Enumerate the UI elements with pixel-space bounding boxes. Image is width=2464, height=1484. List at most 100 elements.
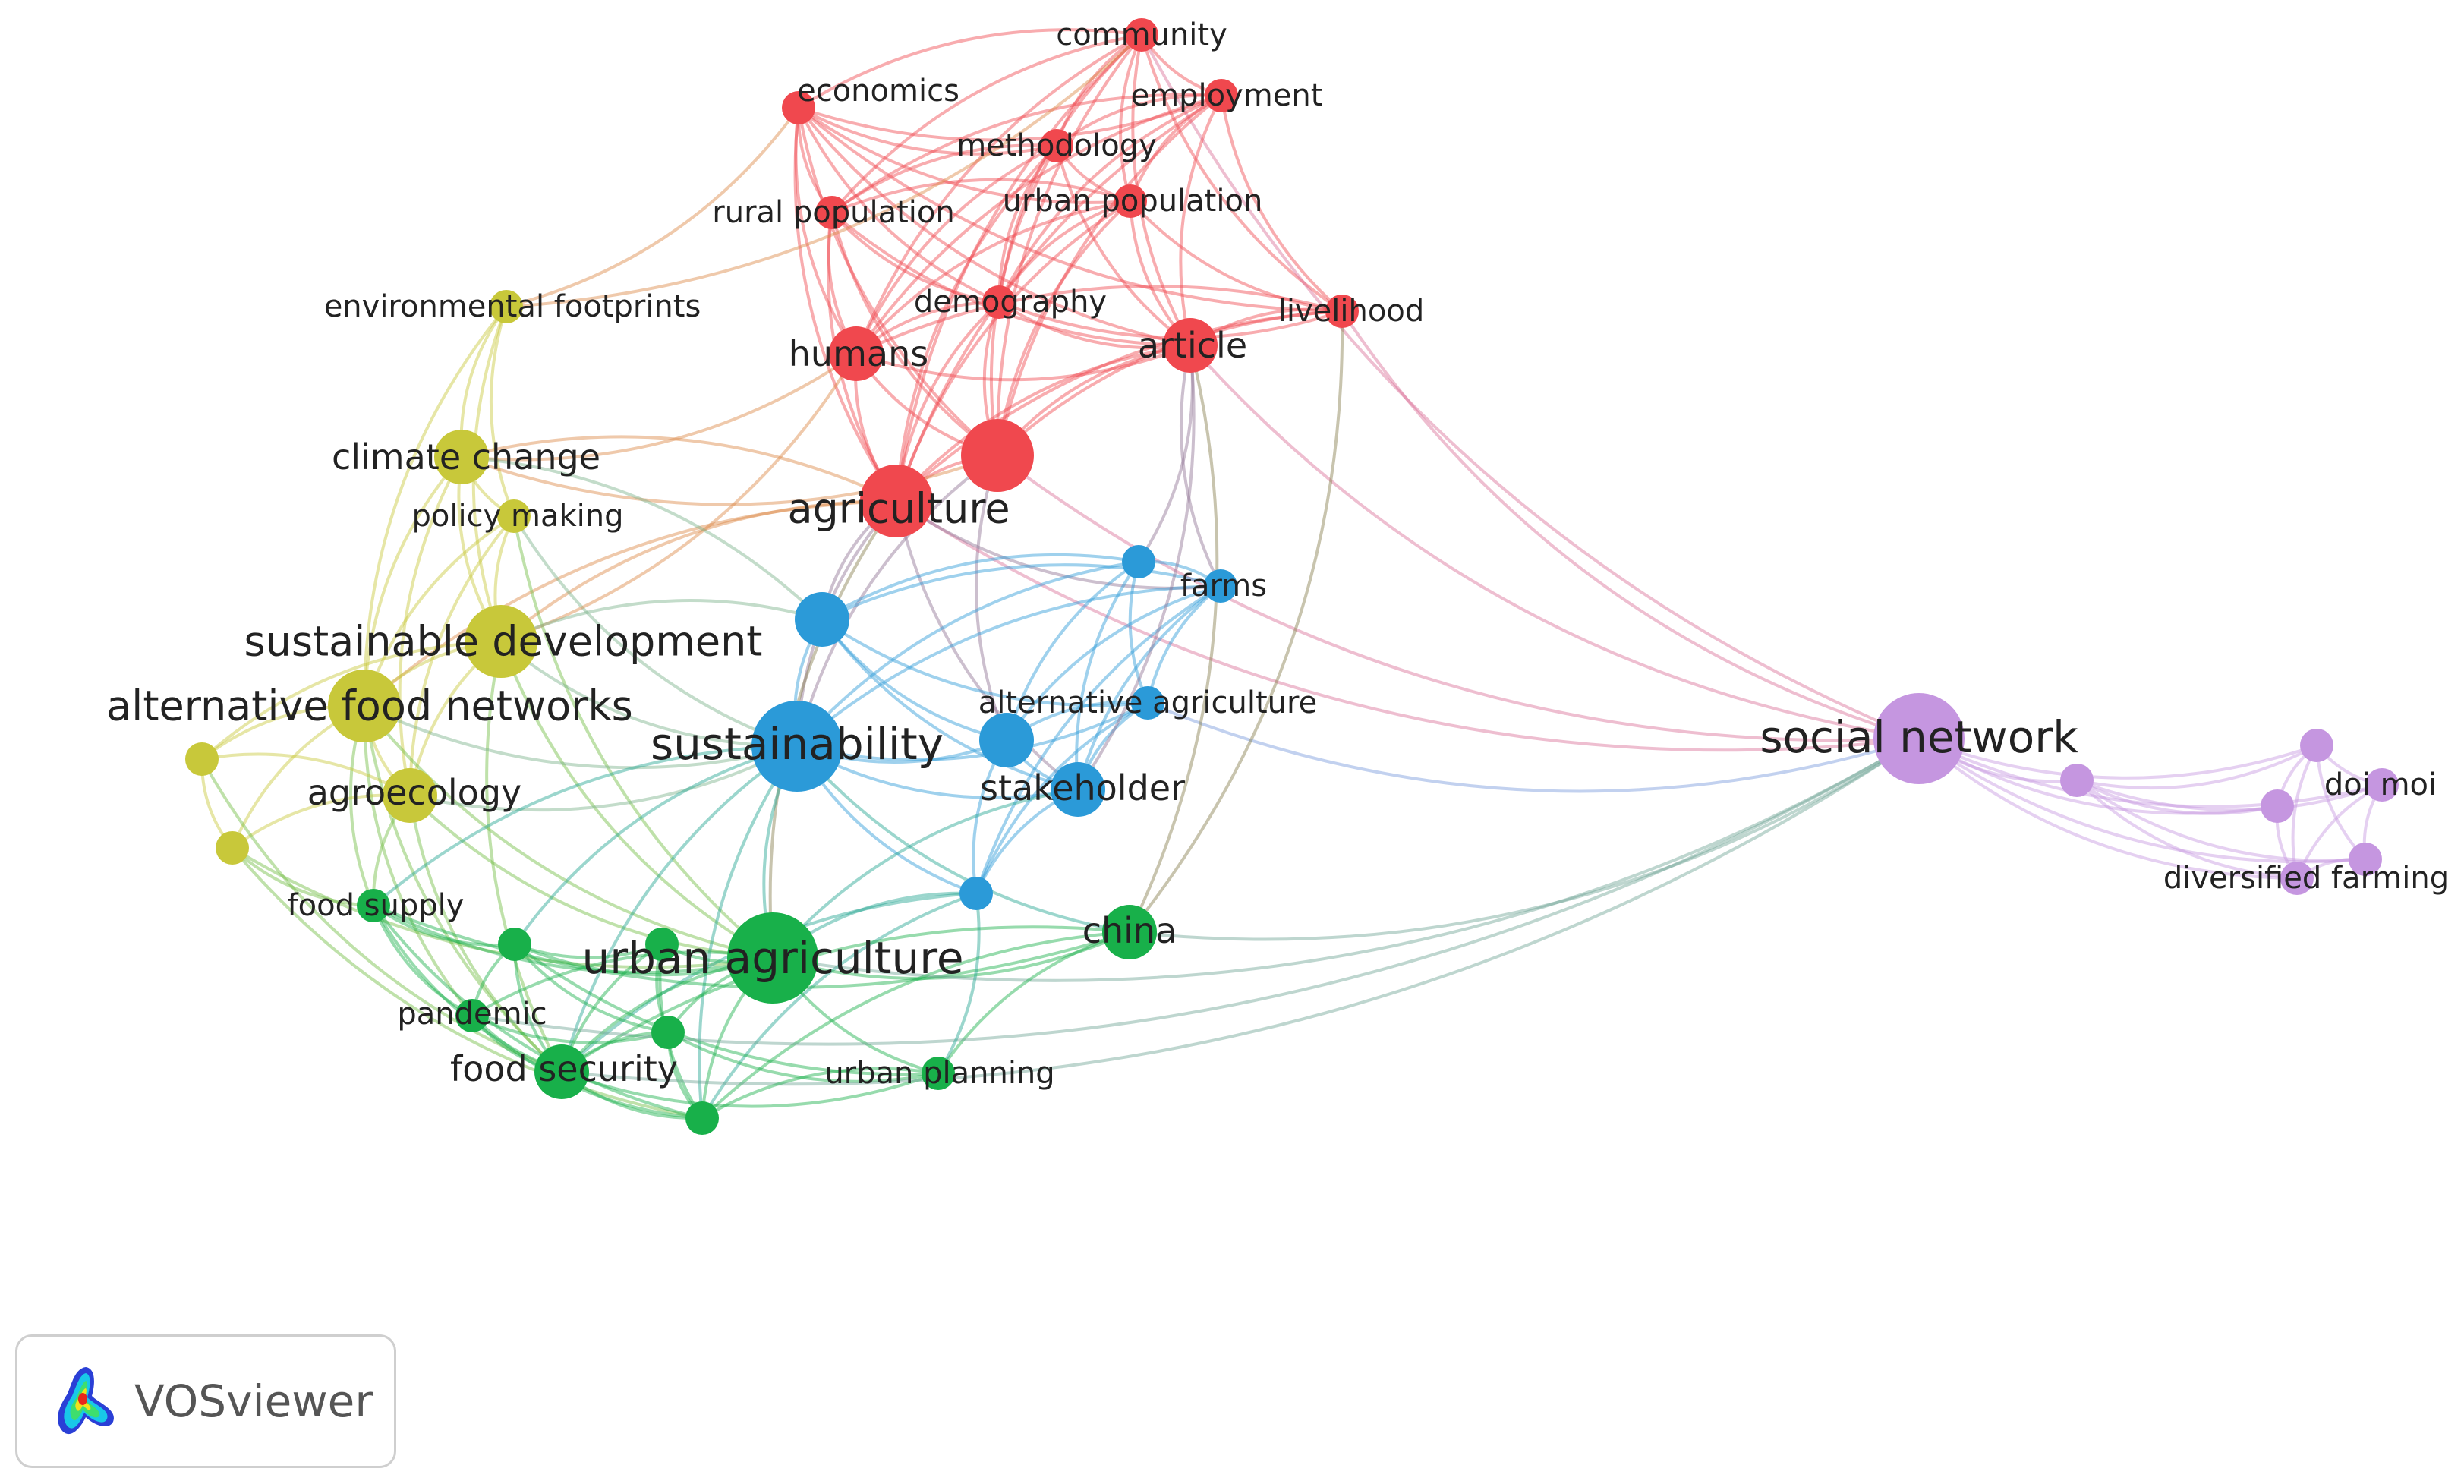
link-economics-methodology xyxy=(797,106,1058,156)
node-purple-c[interactable] xyxy=(2261,789,2294,823)
label-social-network[interactable]: social network xyxy=(1760,711,2078,763)
node-food-supply[interactable] xyxy=(357,889,390,922)
label-urban-planning[interactable]: urban planning xyxy=(824,1056,1054,1091)
node-blue-low[interactable] xyxy=(959,877,993,910)
node-purple-a[interactable] xyxy=(2060,764,2094,797)
node-blue-mid[interactable] xyxy=(979,713,1034,767)
node-green-a[interactable] xyxy=(498,928,531,961)
node-methodology[interactable] xyxy=(1040,129,1073,162)
label-urban-population[interactable]: urban population xyxy=(1003,184,1263,219)
label-article[interactable]: article xyxy=(1138,325,1247,366)
label-stakeholder[interactable]: stakeholder xyxy=(980,767,1185,808)
node-agriculture[interactable] xyxy=(860,465,933,537)
node-policy-making[interactable] xyxy=(497,499,531,533)
link-green-c-urban-planning xyxy=(666,1031,940,1083)
label-economics[interactable]: economics xyxy=(797,74,959,109)
node-china[interactable] xyxy=(1102,905,1157,959)
node-yellow-a[interactable] xyxy=(185,742,219,776)
node-urban-agriculture[interactable] xyxy=(727,912,818,1004)
node-stakeholder[interactable] xyxy=(1051,762,1105,817)
node-urban-planning[interactable] xyxy=(922,1057,955,1090)
node-alternative-agriculture[interactable] xyxy=(1131,686,1164,720)
label-community[interactable]: community xyxy=(1056,17,1227,52)
node-diversified-farming[interactable] xyxy=(2280,862,2314,895)
label-employment[interactable]: employment xyxy=(1131,78,1323,113)
link-economics-red-hub xyxy=(797,106,999,457)
label-environmental-footprints[interactable]: environmental footprints xyxy=(324,289,701,324)
node-blue-top[interactable] xyxy=(1122,545,1155,578)
node-social-network[interactable] xyxy=(1873,693,1965,784)
link-employment-urban-population xyxy=(1129,94,1223,203)
node-doi-moi[interactable] xyxy=(2365,768,2399,802)
node-livelihood[interactable] xyxy=(1325,295,1359,328)
node-environmental-footprints[interactable] xyxy=(490,290,523,323)
label-alternative-agriculture[interactable]: alternative agriculture xyxy=(978,685,1317,720)
label-agriculture[interactable]: agriculture xyxy=(787,485,1010,533)
link-blue-left-stakeholder xyxy=(821,618,1079,791)
node-humans[interactable] xyxy=(829,326,884,381)
label-urban-agriculture[interactable]: urban agriculture xyxy=(582,932,964,984)
node-yellow-b[interactable] xyxy=(216,831,249,865)
link-employment-red-hub xyxy=(996,94,1223,457)
link-alternative-food-networks-sustainability xyxy=(363,704,799,770)
label-agroecology[interactable]: agroecology xyxy=(307,772,522,813)
node-community[interactable] xyxy=(1125,18,1158,52)
link-livelihood-humans xyxy=(855,285,1344,355)
link-economics-agriculture xyxy=(793,106,898,503)
link-social-network-diversified-farming xyxy=(1917,737,2299,880)
node-green-d[interactable] xyxy=(685,1101,719,1135)
link-employment-rural-population xyxy=(830,93,1223,214)
node-food-security[interactable] xyxy=(534,1044,589,1099)
label-alternative-food-networks[interactable]: alternative food networks xyxy=(106,682,633,730)
label-policy-making[interactable]: policy making xyxy=(412,499,624,534)
node-employment[interactable] xyxy=(1205,79,1238,112)
link-yellow-b-urban-agriculture xyxy=(231,846,774,969)
node-farms[interactable] xyxy=(1204,569,1237,603)
node-urban-population[interactable] xyxy=(1114,184,1147,218)
label-climate-change[interactable]: climate change xyxy=(332,436,600,477)
label-demography[interactable]: demography xyxy=(914,285,1107,320)
label-rural-population[interactable]: rural population xyxy=(712,195,954,230)
node-demography[interactable] xyxy=(982,285,1016,319)
node-purple-d[interactable] xyxy=(2349,843,2382,876)
node-climate-change[interactable] xyxy=(434,430,489,484)
label-sustainable-development[interactable]: sustainable development xyxy=(244,618,763,666)
label-pandemic[interactable]: pandemic xyxy=(397,997,547,1032)
node-green-c[interactable] xyxy=(651,1016,685,1049)
label-farms[interactable]: farms xyxy=(1180,569,1267,603)
label-methodology[interactable]: methodology xyxy=(956,128,1157,163)
link-yellow-b-food-supply xyxy=(231,846,375,907)
node-sustainable-development[interactable] xyxy=(465,605,537,678)
label-doi-moi[interactable]: doi moi xyxy=(2324,767,2437,802)
link-china-livelihood xyxy=(1128,310,1344,934)
node-purple-b[interactable] xyxy=(2300,729,2333,762)
label-sustainability[interactable]: sustainability xyxy=(651,718,944,770)
node-rural-population[interactable] xyxy=(815,196,849,229)
label-diversified-farming[interactable]: diversified farming xyxy=(2163,861,2449,896)
node-economics[interactable] xyxy=(782,91,815,124)
label-humans[interactable]: humans xyxy=(789,333,928,374)
link-methodology-article xyxy=(1055,144,1192,347)
link-rural-population-red-hub xyxy=(830,211,999,457)
node-agroecology[interactable] xyxy=(383,768,437,823)
node-red-hub[interactable] xyxy=(961,419,1034,492)
link-sustainability-food-security xyxy=(560,745,799,1073)
link-food-supply-green-d xyxy=(372,904,704,1120)
link-farms-alternative-agriculture xyxy=(1146,584,1222,704)
label-food-supply[interactable]: food supply xyxy=(288,888,465,923)
node-pandemic[interactable] xyxy=(455,999,489,1032)
link-alternative-food-networks-food-security xyxy=(363,704,563,1073)
node-blue-left[interactable] xyxy=(795,592,849,647)
label-food-security[interactable]: food security xyxy=(450,1048,678,1089)
link-sustainable-development-yellow-a xyxy=(200,640,503,761)
link-climate-change-agroecology xyxy=(398,455,463,797)
label-china[interactable]: china xyxy=(1082,910,1177,951)
link-blue-top-stakeholder xyxy=(1075,560,1140,791)
node-sustainability[interactable] xyxy=(751,701,843,792)
node-green-b[interactable] xyxy=(645,928,679,961)
link-blue-top-blue-left xyxy=(821,553,1140,621)
node-article[interactable] xyxy=(1163,318,1218,373)
label-livelihood[interactable]: livelihood xyxy=(1278,294,1424,329)
link-food-security-social-network xyxy=(560,737,1920,1086)
node-alternative-food-networks[interactable] xyxy=(328,670,401,742)
